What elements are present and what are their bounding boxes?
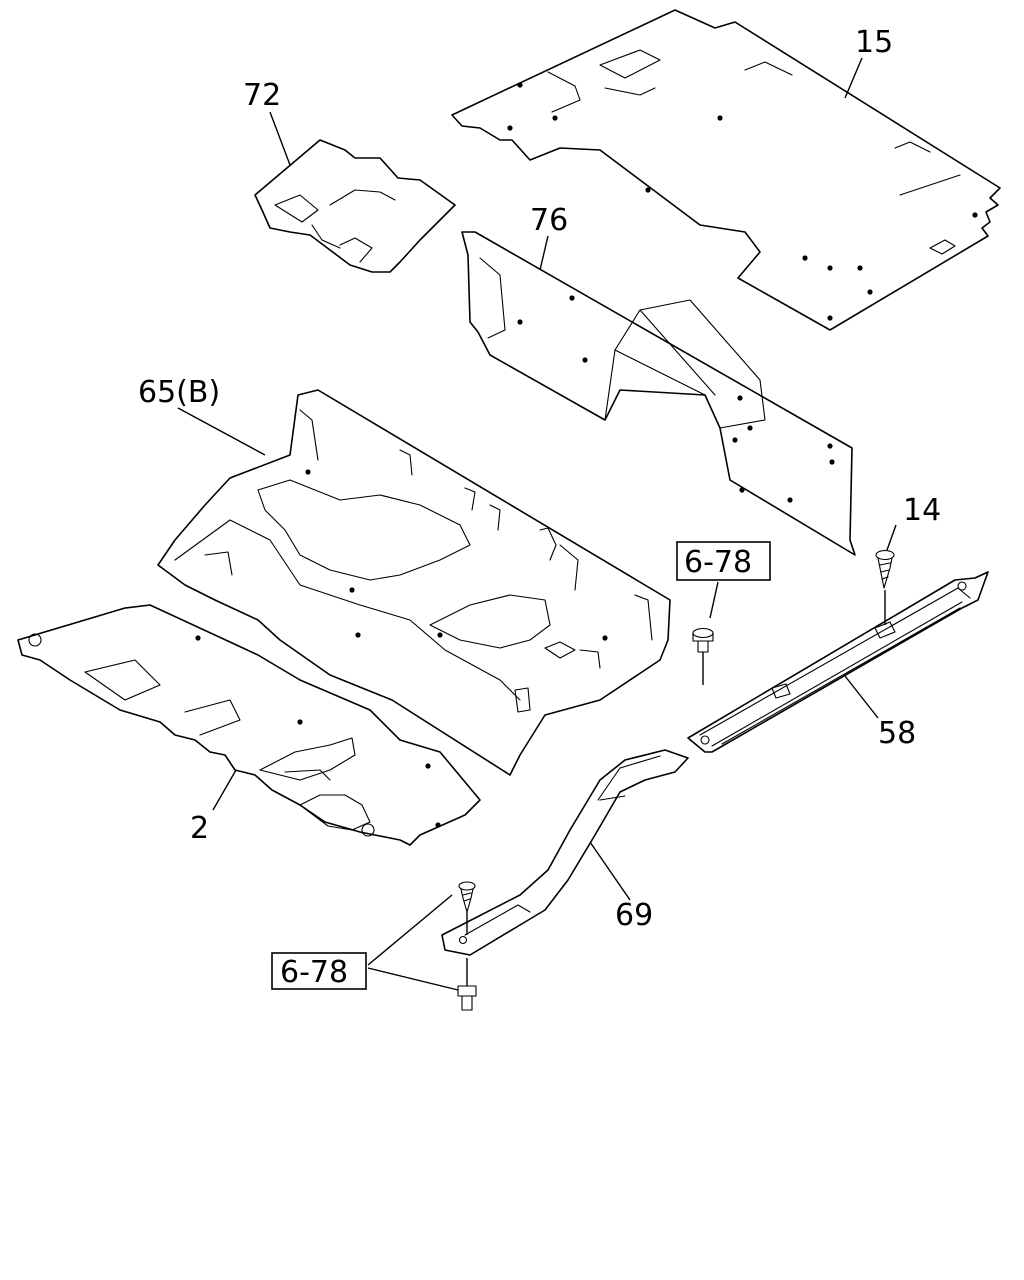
- label-69: 69: [615, 898, 653, 933]
- fastener-clip-lower: [457, 958, 477, 1011]
- callout-labels: 15 72 76 65(B) 14 58 2 69 6-78 6-78: [138, 25, 941, 990]
- part-76-panel-insulator: [461, 231, 856, 556]
- part-58-sill-plate: [687, 571, 989, 753]
- part-69-curved-trim: [441, 749, 689, 956]
- part-2-front-floor-mat: [17, 604, 481, 846]
- label-58: 58: [878, 716, 916, 751]
- fastener-clip-upper: [692, 627, 714, 685]
- part-15-rear-floor-mat: [451, 9, 1001, 331]
- label-65b: 65(B): [138, 375, 220, 410]
- ref-label-upper: 6-78: [684, 545, 752, 580]
- label-72: 72: [243, 78, 281, 113]
- ref-label-lower: 6-78: [280, 955, 348, 990]
- ref-box-lower: [271, 952, 367, 990]
- label-76: 76: [530, 203, 568, 238]
- part-65b-floor-carpet: [157, 389, 671, 776]
- label-14: 14: [903, 493, 941, 528]
- part-72-insulator: [254, 139, 456, 273]
- fastener-14-screw: [875, 549, 895, 625]
- leader-lines: [177, 57, 897, 991]
- ref-box-upper: [676, 541, 771, 581]
- label-15: 15: [855, 25, 893, 60]
- label-2: 2: [190, 811, 209, 846]
- fastener-screw-lower: [458, 881, 476, 935]
